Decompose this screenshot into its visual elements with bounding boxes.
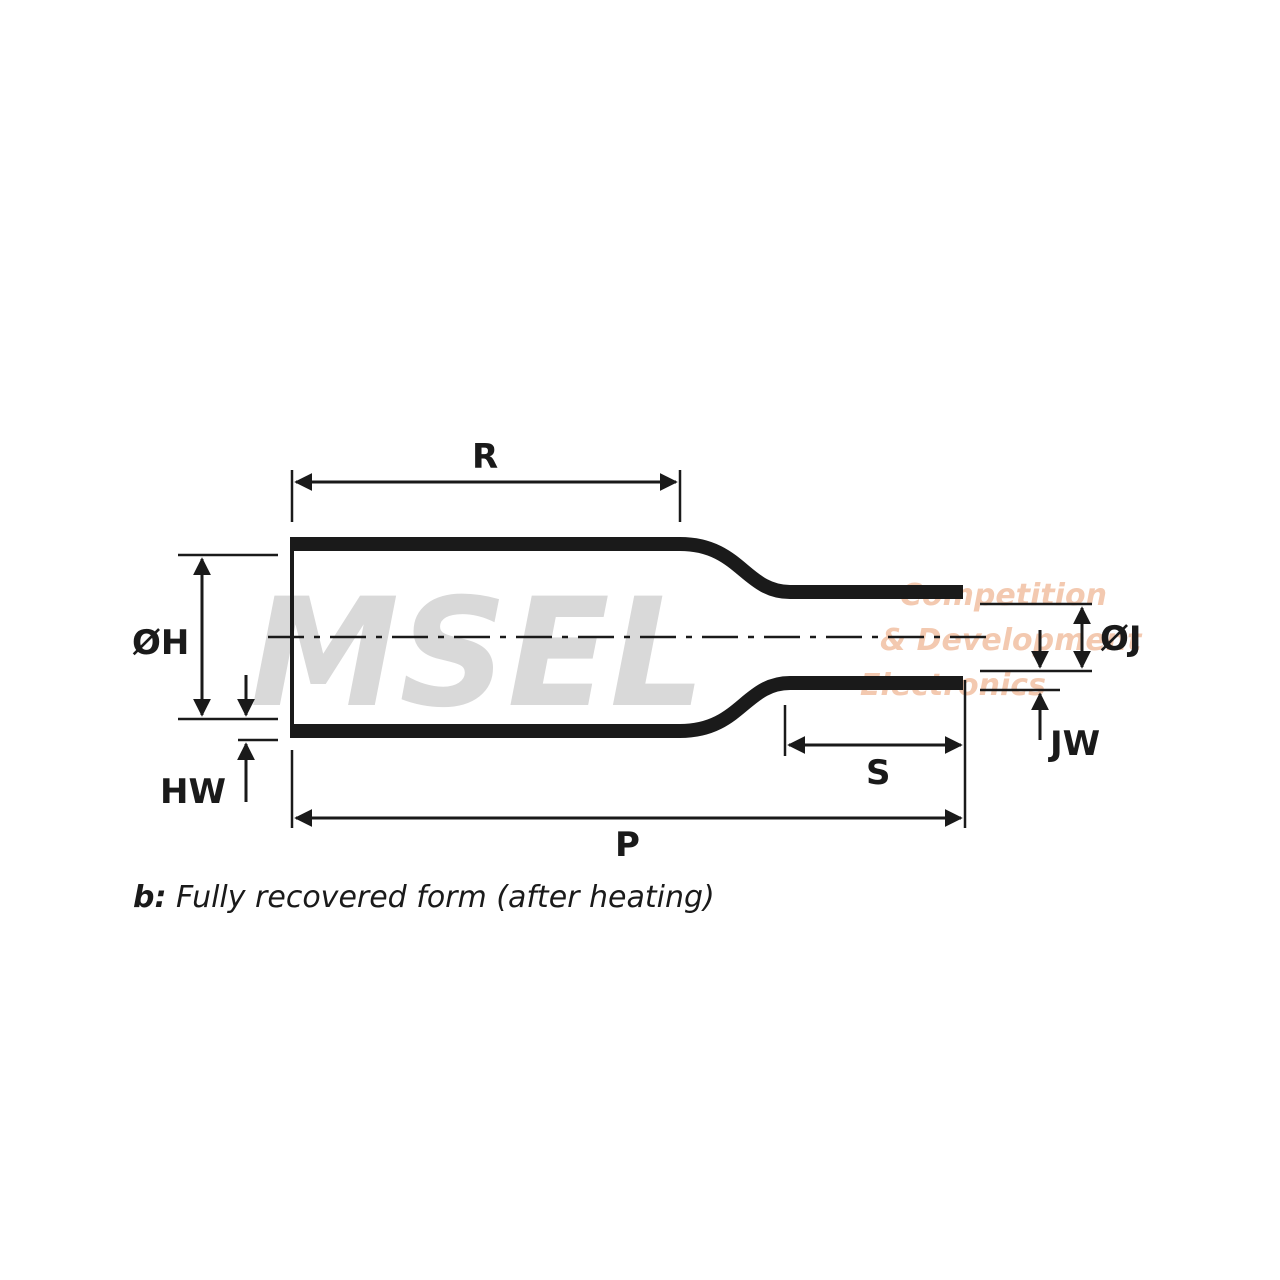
watermark-logo: MSEL	[250, 567, 705, 741]
caption-text: Fully recovered form (after heating)	[176, 880, 715, 915]
boot-bottom-wall	[292, 676, 963, 738]
caption-prefix: b:	[133, 880, 167, 915]
figure-caption: b: Fully recovered form (after heating)	[133, 880, 715, 915]
boot-top-wall	[292, 537, 963, 599]
label-P: P	[615, 825, 640, 865]
label-R: R	[472, 437, 498, 477]
extension-lines	[178, 470, 1092, 828]
label-OH: ØH	[132, 623, 189, 663]
dimension-arrows	[193, 473, 1091, 827]
label-HW: HW	[160, 772, 226, 812]
watermark-line2: & Development	[880, 623, 1143, 658]
label-S: S	[866, 753, 891, 793]
boot-body	[292, 537, 963, 738]
label-OJ: ØJ	[1100, 619, 1142, 659]
label-JW: JW	[1048, 724, 1100, 764]
watermark: MSEL Competition & Development Electroni…	[250, 567, 1143, 741]
